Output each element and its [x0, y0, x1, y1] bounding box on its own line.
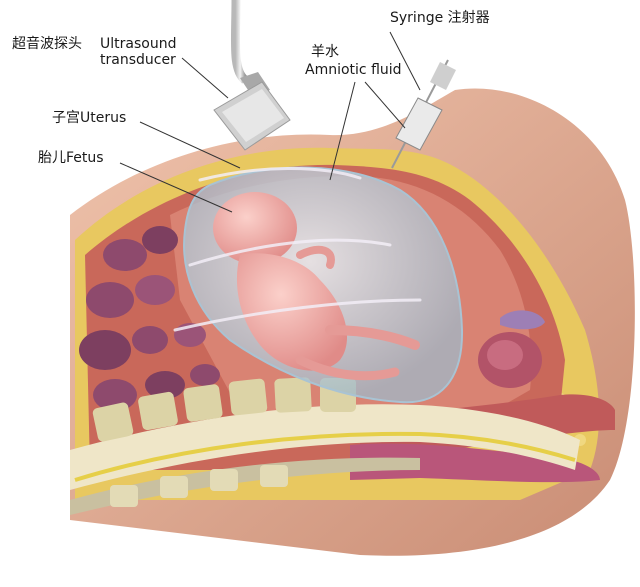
ultrasound-transducer [213, 0, 291, 151]
syringe [391, 59, 456, 169]
label-ultrasound-zh: 超音波探头 [12, 36, 82, 52]
leader-amniotic-a [329, 81, 356, 181]
label-amniotic-en: Amniotic fluid [305, 62, 402, 78]
label-ultrasound-en-1: Ultrasound [100, 36, 177, 52]
ultrasound-waves [173, 167, 422, 332]
leader-fetus [119, 162, 233, 213]
fetus-body [236, 253, 348, 371]
label-syringe: Syringe 注射器 [390, 10, 490, 26]
intestines [79, 226, 220, 411]
leader-lines [119, 31, 421, 213]
label-uterus: 子宫Uterus [52, 110, 127, 126]
label-fetus: 胎儿Fetus [38, 150, 104, 166]
fetus-head [213, 192, 297, 264]
label-ultrasound-en-2: transducer [100, 52, 176, 68]
leader-amniotic-b [364, 81, 406, 129]
leader-uterus [139, 121, 241, 169]
spinal-nerve [74, 431, 576, 482]
leader-syringe [389, 31, 421, 91]
leader-ultrasound [181, 57, 229, 99]
label-amniotic-zh: 羊水 [311, 44, 339, 60]
